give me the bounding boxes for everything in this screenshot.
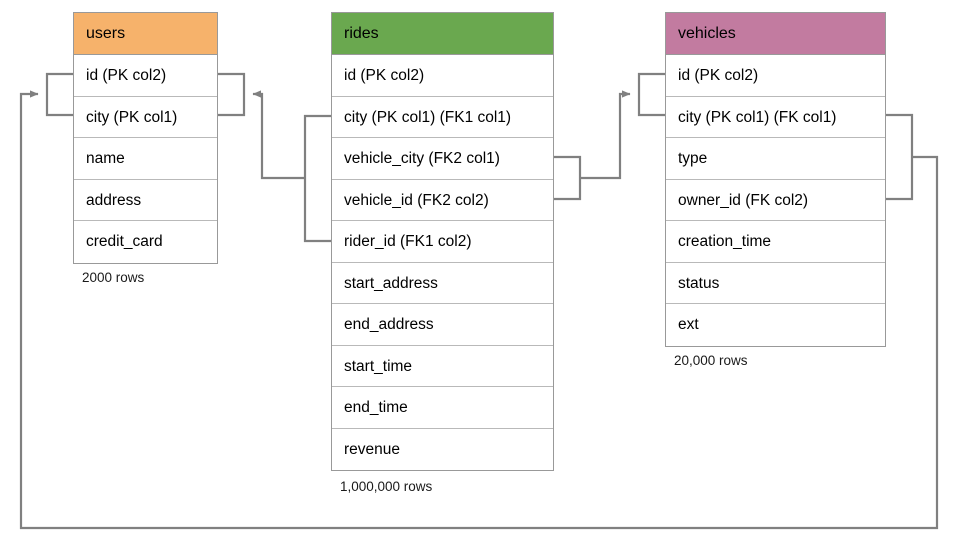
table-rides-column-id[interactable]: id (PK col2) xyxy=(332,55,553,97)
table-vehicles-row-count: 20,000 rows xyxy=(674,353,748,368)
edge-fk2-rides-to-vehicles xyxy=(580,90,631,180)
table-vehicles-column-type[interactable]: type xyxy=(666,138,885,180)
table-rides-column-revenue[interactable]: revenue xyxy=(332,428,553,470)
table-vehicles-header: vehicles xyxy=(666,13,885,55)
table-users-column-city[interactable]: city (PK col1) xyxy=(74,96,217,138)
table-rides-column-rider-id[interactable]: rider_id (FK1 col2) xyxy=(332,221,553,263)
table-rides-column-end-time[interactable]: end_time xyxy=(332,387,553,429)
edge-fk1-rides-to-users xyxy=(252,90,305,180)
table-rides-column-vehicle-id[interactable]: vehicle_id (FK2 col2) xyxy=(332,179,553,221)
table-rides[interactable]: rides id (PK col2) city (PK col1) (FK1 c… xyxy=(331,12,554,471)
edge-bracket-rides-left xyxy=(303,114,331,243)
table-vehicles-column-ext[interactable]: ext xyxy=(666,304,885,346)
edge-bracket-vehicles-right xyxy=(886,113,914,201)
table-users-column-credit-card[interactable]: credit_card xyxy=(74,221,217,263)
table-rides-column-vehicle-city[interactable]: vehicle_city (FK2 col1) xyxy=(332,138,553,180)
table-vehicles-column-city[interactable]: city (PK col1) (FK col1) xyxy=(666,96,885,138)
table-rides-header: rides xyxy=(332,13,553,55)
table-users-column-id[interactable]: id (PK col2) xyxy=(74,55,217,97)
table-vehicles-column-status[interactable]: status xyxy=(666,262,885,304)
table-users-header: users xyxy=(74,13,217,55)
table-users-column-address[interactable]: address xyxy=(74,179,217,221)
table-users-column-name[interactable]: name xyxy=(74,138,217,180)
table-rides-column-city[interactable]: city (PK col1) (FK1 col1) xyxy=(332,96,553,138)
table-vehicles[interactable]: vehicles id (PK col2) city (PK col1) (FK… xyxy=(665,12,886,347)
edge-bracket-users-right xyxy=(218,72,246,117)
edge-bracket-vehicles-left xyxy=(637,72,665,117)
edge-bracket-users-left xyxy=(45,72,73,117)
table-rides-column-start-address[interactable]: start_address xyxy=(332,262,553,304)
table-rides-column-start-time[interactable]: start_time xyxy=(332,345,553,387)
table-vehicles-column-owner-id[interactable]: owner_id (FK col2) xyxy=(666,179,885,221)
edge-bracket-rides-right xyxy=(554,155,582,201)
table-vehicles-column-creation-time[interactable]: creation_time xyxy=(666,221,885,263)
table-users-row-count: 2000 rows xyxy=(82,270,145,285)
table-rides-column-end-address[interactable]: end_address xyxy=(332,304,553,346)
table-rides-row-count: 1,000,000 rows xyxy=(340,479,433,494)
table-vehicles-column-id[interactable]: id (PK col2) xyxy=(666,55,885,97)
table-users[interactable]: users id (PK col2) city (PK col1) name a… xyxy=(73,12,218,264)
